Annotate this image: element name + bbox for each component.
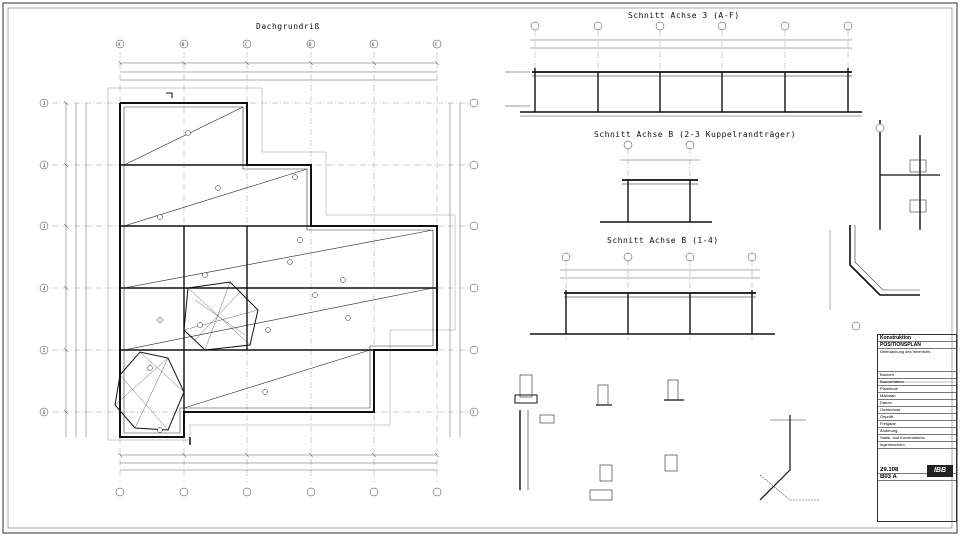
axis-label-4: 4 (43, 286, 46, 291)
title-block-office: Statik- und Konstruktions- (878, 435, 956, 442)
plan-title: Dachgrundriß (256, 22, 320, 31)
axis-label-1: 1 (43, 101, 46, 106)
axis-label-d: D (309, 42, 312, 47)
title-block-row: Datum (878, 400, 956, 407)
axis-label-3: 3 (43, 224, 46, 229)
edge-detail (829, 120, 940, 331)
roof-plan (52, 52, 470, 482)
section-b-1-4-title: Schnitt Achse B (1-4) (607, 236, 719, 245)
title-block-row: Maßstab (878, 393, 956, 400)
title-block-row: Planinhalt (878, 386, 956, 393)
title-block-row: Gezeichnet (878, 407, 956, 414)
axis-label-7: 7 (472, 410, 475, 415)
title-block-project: Überdachung des Innenhofs (878, 349, 956, 372)
axis-label-f: F (435, 42, 438, 47)
title-block: Konstruktion POSITIONSPLAN Überdachung d… (877, 334, 957, 522)
section-axis-b-1-4 (530, 252, 775, 340)
plan-axis-bubbles (39, 39, 479, 497)
sheet-inner-border (7, 7, 953, 529)
ibb-logo: IBB (927, 465, 953, 477)
connection-details (514, 374, 820, 501)
title-block-header: POSITIONSPLAN (878, 342, 956, 349)
title-block-sheet: B03 A (878, 474, 956, 481)
axis-label-c: C (245, 42, 248, 47)
section-axis-b-2-3 (600, 140, 712, 226)
plan-axis-lines-vertical (119, 52, 438, 482)
axis-label-e: E (372, 42, 375, 47)
title-block-row: Freigabe (878, 421, 956, 428)
title-block-row: Bauherr (878, 372, 956, 379)
section-b-2-3-title: Schnitt Achse B (2-3 Kuppelrandträger) (594, 130, 797, 139)
axis-label-6: 6 (43, 410, 46, 415)
axis-label-a: A (118, 42, 121, 47)
axis-label-5: 5 (43, 348, 46, 353)
title-block-discipline: Konstruktion (878, 335, 956, 342)
axis-label-b: B (182, 42, 185, 47)
title-block-row: Änderung (878, 428, 956, 435)
section-3-title: Schnitt Achse 3 (A-F) (628, 11, 740, 20)
title-block-office: Ingenieurbüro (878, 442, 956, 449)
axis-label-2: 2 (43, 163, 46, 168)
plan-axis-lines-horizontal (52, 102, 470, 413)
title-block-row: Geprüft (878, 414, 956, 421)
section-axis-3 (505, 21, 862, 118)
title-block-plan-number: 29.108 (878, 467, 956, 474)
title-block-row: Bauvorhaben (878, 379, 956, 386)
